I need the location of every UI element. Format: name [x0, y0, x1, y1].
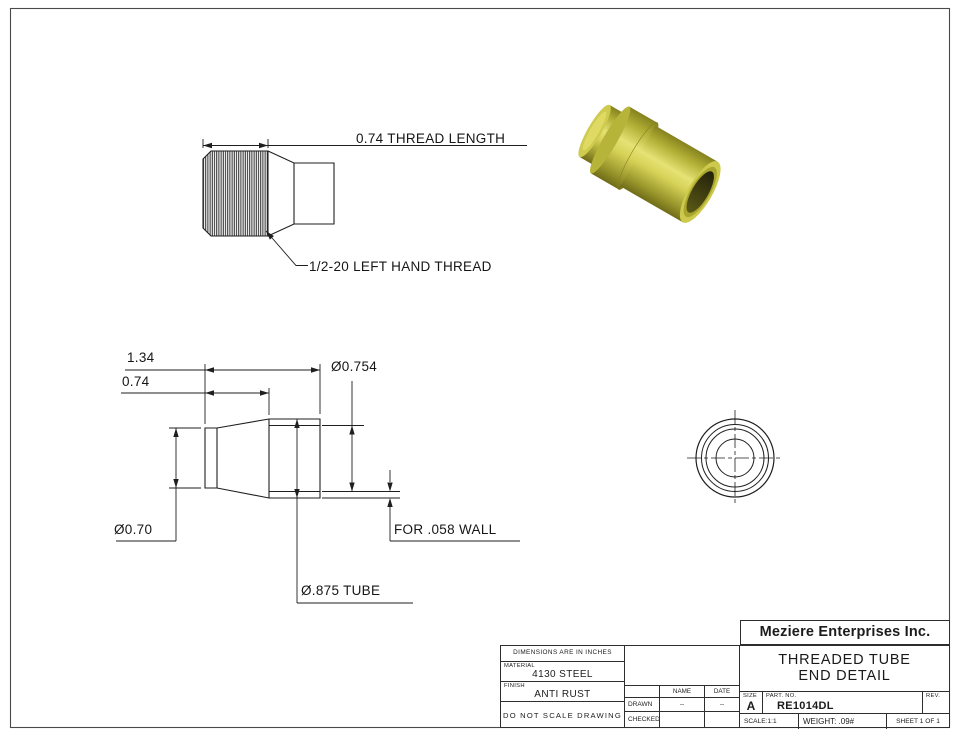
- size-value: A: [746, 699, 756, 713]
- dim-inner-dia-lines: [322, 381, 400, 492]
- checked-name: [659, 712, 704, 727]
- drawn-row: DRAWN -- --: [625, 697, 739, 711]
- render-flange: [590, 106, 658, 190]
- drawn-label: DRAWN: [628, 701, 653, 708]
- checked-label: CHECKED: [628, 716, 660, 723]
- company-name: Meziere Enterprises Inc.: [740, 620, 950, 645]
- drawing-title: THREADED TUBE END DETAIL: [740, 646, 949, 691]
- do-not-scale-note: DO NOT SCALE DRAWING: [501, 701, 624, 729]
- scale-text: SCALE:1:1: [744, 718, 777, 725]
- finish-row: FINISH ANTI RUST: [501, 681, 624, 701]
- drawn-date: --: [704, 698, 739, 711]
- dim-thread-length: [202, 139, 527, 149]
- material-row: MATERIAL 4130 STEEL: [501, 661, 624, 681]
- top-view-outline: [267, 150, 335, 237]
- dim-small-end-diameter-text: Ø0.70: [114, 522, 153, 537]
- dim-thread-length-front-text: 0.74: [122, 374, 150, 389]
- title-block-main: THREADED TUBE END DETAIL SIZE A PART. NO…: [740, 645, 950, 729]
- size-part-rev-row: SIZE A PART. NO. RE1014DL REV.: [740, 691, 949, 713]
- thread-knurl-region: [202, 150, 269, 237]
- top-view: [202, 139, 527, 266]
- size-cell: SIZE A: [740, 692, 762, 713]
- dim-thread-lines: [121, 388, 270, 415]
- dim-wall-lines: [322, 470, 520, 542]
- leader-thread-note: [265, 230, 308, 266]
- rev-label: REV.: [926, 693, 941, 699]
- dim-overall-lines: [125, 364, 321, 424]
- title-block-notes: DIMENSIONS ARE IN INCHES MATERIAL 4130 S…: [500, 645, 625, 728]
- drawn-name: --: [659, 698, 704, 711]
- name-header: NAME: [659, 686, 704, 697]
- sheet-border: [9, 7, 951, 729]
- material-value: 4130 STEEL: [532, 669, 593, 680]
- weight-text: WEIGHT: .09#: [798, 714, 886, 729]
- part-no-value: RE1014DL: [777, 700, 834, 712]
- render-nose-highlight: [582, 111, 607, 151]
- scale-weight-sheet-row: SCALE:1:1 WEIGHT: .09# SHEET 1 OF 1: [740, 713, 949, 729]
- render-flange-face: [589, 106, 631, 174]
- dim-tube-dia-lines: [296, 419, 413, 604]
- end-view-centerlines: [687, 410, 783, 506]
- part-no-label: PART. NO.: [766, 693, 797, 699]
- front-view-bore-lines: [269, 425, 320, 492]
- end-view: [687, 410, 783, 506]
- signoff-header-row: NAME DATE: [625, 685, 739, 697]
- title-block: Meziere Enterprises Inc. DIMENSIONS ARE …: [500, 620, 950, 729]
- note-tube-diameter-text: Ø.875 TUBE: [301, 583, 381, 598]
- size-label: SIZE: [743, 693, 758, 699]
- finish-value: ANTI RUST: [534, 689, 591, 700]
- rev-cell: REV.: [922, 692, 949, 713]
- sheet-text: SHEET 1 OF 1: [886, 714, 949, 729]
- iso-render: [578, 104, 721, 223]
- front-view: [204, 418, 321, 499]
- dim-thread-length-text: 0.74 THREAD LENGTH: [356, 131, 506, 146]
- dim-overall-length-text: 1.34: [127, 350, 155, 365]
- dimensions-note: DIMENSIONS ARE IN INCHES: [513, 649, 612, 656]
- signoff-header-spacer: [625, 686, 659, 697]
- part-no-cell: PART. NO. RE1014DL: [762, 692, 922, 713]
- render-bore: [686, 171, 714, 213]
- note-thread-spec-text: 1/2-20 LEFT HAND THREAD: [309, 259, 492, 274]
- date-header: DATE: [704, 686, 739, 697]
- note-wall-thickness-text: FOR .058 WALL: [394, 522, 497, 537]
- front-view-dimensions: [116, 364, 520, 604]
- dim-small-dia-lines: [116, 427, 201, 542]
- title-block-signoff: NAME DATE DRAWN -- -- CHECKED: [625, 645, 740, 728]
- finish-label: FINISH: [504, 683, 525, 689]
- checked-row: CHECKED: [625, 711, 739, 727]
- dim-inner-diameter-text: Ø0.754: [331, 359, 378, 374]
- drawing-title-line1: THREADED TUBE: [778, 652, 911, 668]
- material-label: MATERIAL: [504, 663, 535, 669]
- checked-date: [704, 712, 739, 727]
- drawing-title-line2: END DETAIL: [798, 668, 891, 684]
